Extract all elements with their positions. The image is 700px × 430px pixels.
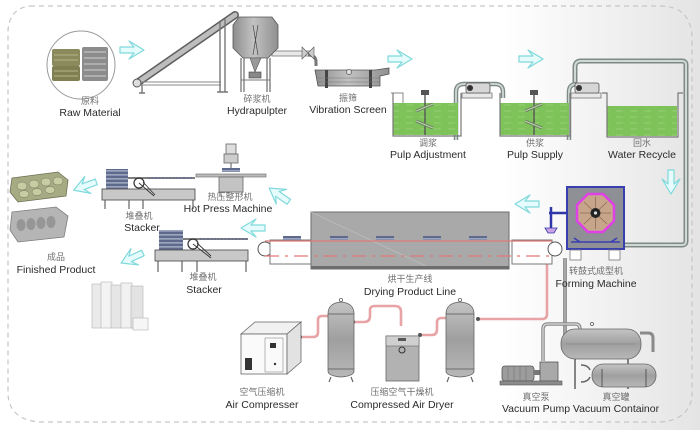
vacuum-container-en-label: Vacuum Containor — [573, 403, 660, 415]
flow-arrow-forming-to-dryer-icon — [514, 194, 540, 214]
forming-machine-en-label: Forming Machine — [555, 278, 636, 290]
air-compressor-cn-label: 空气压缩机 — [239, 386, 284, 398]
pulp-adjustment-en-label: Pulp Adjustment — [390, 149, 466, 161]
vibration-screen-cn-label: 振筛 — [339, 92, 357, 104]
vacuum-pump-cn-label: 真空泵 — [522, 391, 549, 403]
air-dryer-cn-label: 压缩空气干燥机 — [370, 386, 433, 398]
raw-material-cn-label: 原料 — [81, 95, 99, 107]
finished-product-cn-label: 成品 — [47, 251, 65, 263]
drying-trays — [283, 236, 487, 240]
stacker-upper-cn-label: 堆叠机 — [125, 210, 152, 222]
water-recycle-en-label: Water Recycle — [608, 149, 676, 161]
hot-press-en-label: Hot Press Machine — [184, 203, 273, 215]
forming-machine-cn-label: 转鼓式成型机 — [569, 265, 623, 277]
air-compressor: 空气压缩机 Air Compresser — [226, 321, 303, 411]
air-dryer-en-label: Compressed Air Dryer — [350, 399, 454, 411]
flow-arrow-stacker-to-finished-icon — [120, 247, 145, 266]
pulp-supply-en-label: Pulp Supply — [507, 149, 564, 161]
vacuum-pipe — [541, 258, 655, 361]
transfer-pump-1 — [461, 82, 493, 99]
pulp-supply-tank: 供浆 Pulp Supply — [499, 90, 571, 161]
dashed-frame — [7, 5, 693, 423]
flow-arrow-dryer-to-hotpress-icon — [268, 187, 292, 205]
air-receiver-tank-1 — [327, 297, 355, 383]
vacuum-container-cn-label: 真空罐 — [602, 391, 629, 403]
flow-arrow-screen-to-adjust-icon — [387, 49, 413, 69]
stacked-trays-product-image — [91, 281, 149, 331]
hot-press-cn-label: 热压整形机 — [207, 191, 252, 203]
pulp-adjustment-tank: 调浆 Pulp Adjustment — [390, 90, 466, 161]
water-recycle-tank: 回水 Water Recycle — [602, 92, 683, 161]
vacuum-container: 真空罐 Vacuum Containor — [560, 321, 660, 415]
hydrapulpter-cn-label: 碎浆机 — [243, 93, 270, 105]
flow-arrow-dryer-to-stacker-icon — [240, 218, 266, 238]
vacuum-pump: 真空泵 Vacuum Pump — [499, 361, 570, 415]
raw-material-en-label: Raw Material — [59, 107, 120, 119]
finished-product: 成品 Finished Product — [9, 171, 149, 331]
pulp-adjustment-cn-label: 调浆 — [419, 137, 437, 149]
hydrapulpter: 碎浆机 Hydrapulpter — [227, 16, 288, 117]
raw-material-bales-image — [52, 47, 108, 81]
drying-line-en-label: Drying Product Line — [364, 286, 456, 298]
stacker-lower-en-label: Stacker — [186, 284, 222, 296]
flow-arrow-adjust-to-supply-icon — [518, 49, 544, 69]
hydrapulpter-en-label: Hydrapulpter — [227, 105, 288, 117]
transfer-pump-2 — [570, 82, 602, 99]
vacuum-pump-en-label: Vacuum Pump — [502, 403, 570, 415]
raw-material: 原料 Raw Material — [46, 30, 121, 119]
drying-product-line: 烘干生产线 Drying Product Line — [257, 211, 563, 298]
flow-arrow-recycle-to-forming-icon — [661, 169, 681, 195]
pulp-supply-cn-label: 供浆 — [526, 137, 544, 149]
flow-arrow-hotpress-to-stacker-icon — [73, 175, 98, 195]
stacker-upper-en-label: Stacker — [124, 222, 160, 234]
stacker-lower-cn-label: 堆叠机 — [189, 271, 216, 283]
finished-product-en-label: Finished Product — [17, 264, 96, 276]
stacker-upper: 堆叠机 Stacker — [101, 169, 196, 234]
forming-machine: 转鼓式成型机 Forming Machine — [544, 186, 637, 290]
drying-line-cn-label: 烘干生产线 — [387, 273, 432, 285]
belt-conveyor — [132, 11, 239, 94]
egg-tray-product-image — [9, 171, 69, 243]
air-compressor-en-label: Air Compresser — [226, 399, 299, 411]
hot-press-machine: 热压整形机 Hot Press Machine — [184, 143, 273, 215]
flow-arrow-raw-to-pulper-icon — [119, 40, 145, 60]
stacker-lower: 堆叠机 Stacker — [154, 230, 249, 296]
air-receiver-tank-2 — [445, 297, 475, 383]
compressed-air-dryer: 压缩空气干燥机 Compressed Air Dryer — [350, 335, 454, 411]
vibration-screen: 振筛 Vibration Screen — [309, 67, 390, 116]
vibration-screen-en-label: Vibration Screen — [309, 104, 387, 116]
water-recycle-cn-label: 回水 — [633, 137, 651, 149]
flow-arrows — [73, 40, 681, 266]
water-return-pipe — [572, 58, 689, 248]
